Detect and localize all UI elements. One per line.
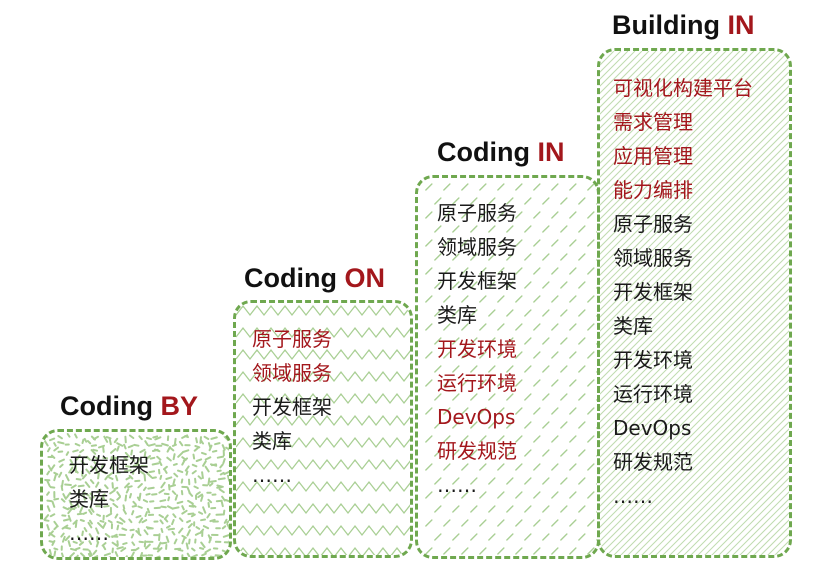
stage-item: 类库	[69, 487, 109, 511]
stage-item: 类库	[252, 429, 292, 453]
stage-item: ……	[69, 521, 109, 545]
stage-item: 应用管理	[613, 144, 693, 168]
stage-item: 开发框架	[252, 395, 332, 419]
stage-item: 类库	[613, 314, 653, 338]
stage-item: ……	[252, 463, 292, 487]
stage-title-coding-in: Coding IN	[437, 139, 564, 166]
stage-item: 开发框架	[437, 269, 517, 293]
stage-title-coding-on: Coding ON	[244, 265, 385, 292]
stage-title-coding-by: Coding BY	[60, 393, 198, 420]
stage-item: 领域服务	[437, 235, 517, 259]
stage-title-main: Coding	[244, 263, 345, 293]
stage-item: 运行环境	[613, 382, 693, 406]
stage-item: DevOps	[437, 405, 516, 429]
stage-title-keyword: ON	[344, 263, 385, 293]
stage-item-list: 原子服务领域服务开发框架类库 ……	[252, 322, 332, 492]
stage-box-coding-on: 原子服务领域服务开发框架类库 ……	[233, 300, 413, 558]
stage-title-main: Coding	[60, 391, 161, 421]
stage-item: 开发框架	[613, 280, 693, 304]
stage-item-list: 原子服务领域服务开发框架类库开发环境运行环境 DevOps 研发规范 ……	[437, 196, 517, 502]
stage-item-list: 可视化构建平台需求管理应用管理能力编排原子服务领域服务开发框架类库开发环境运行环…	[613, 71, 753, 513]
stage-item: 原子服务	[437, 201, 517, 225]
stage-texture-slashes	[425, 183, 597, 555]
stage-item: 领域服务	[613, 246, 693, 270]
stage-texture-dots	[43, 433, 229, 557]
stage-item: 能力编排	[613, 178, 693, 202]
stage-title-main: Coding	[437, 137, 538, 167]
stage-item: 开发环境	[437, 337, 517, 361]
stage-item: 需求管理	[613, 110, 693, 134]
stage-title-keyword: IN	[727, 10, 755, 40]
stage-box-coding-by: 开发框架类库 ……	[40, 429, 232, 560]
stage-item: 开发框架	[69, 453, 149, 477]
stage-item: DevOps	[613, 416, 692, 440]
stage-title-main: Building	[612, 10, 728, 40]
stage-item: 原子服务	[613, 212, 693, 236]
stage-item: 原子服务	[252, 327, 332, 351]
stage-texture-hatch	[600, 51, 789, 555]
stage-item: ……	[613, 484, 653, 508]
stage-title-keyword: IN	[537, 137, 565, 167]
stage-item: 类库	[437, 303, 477, 327]
stage-item: ……	[437, 473, 477, 497]
stage-item: 开发环境	[613, 348, 693, 372]
stage-title-keyword: BY	[160, 391, 198, 421]
stage-item: 研发规范	[613, 450, 693, 474]
stage-box-coding-in: 原子服务领域服务开发框架类库开发环境运行环境 DevOps 研发规范 ……	[415, 175, 600, 559]
stage-item: 可视化构建平台	[613, 76, 753, 100]
stage-title-building-in: Building IN	[612, 12, 754, 39]
stage-item-list: 开发框架类库 ……	[69, 448, 149, 550]
stage-item: 研发规范	[437, 439, 517, 463]
stage-item: 领域服务	[252, 361, 332, 385]
stage-box-building-in: 可视化构建平台需求管理应用管理能力编排原子服务领域服务开发框架类库开发环境运行环…	[597, 48, 792, 558]
stage-texture-zigzag	[236, 304, 410, 555]
stage-item: 运行环境	[437, 371, 517, 395]
